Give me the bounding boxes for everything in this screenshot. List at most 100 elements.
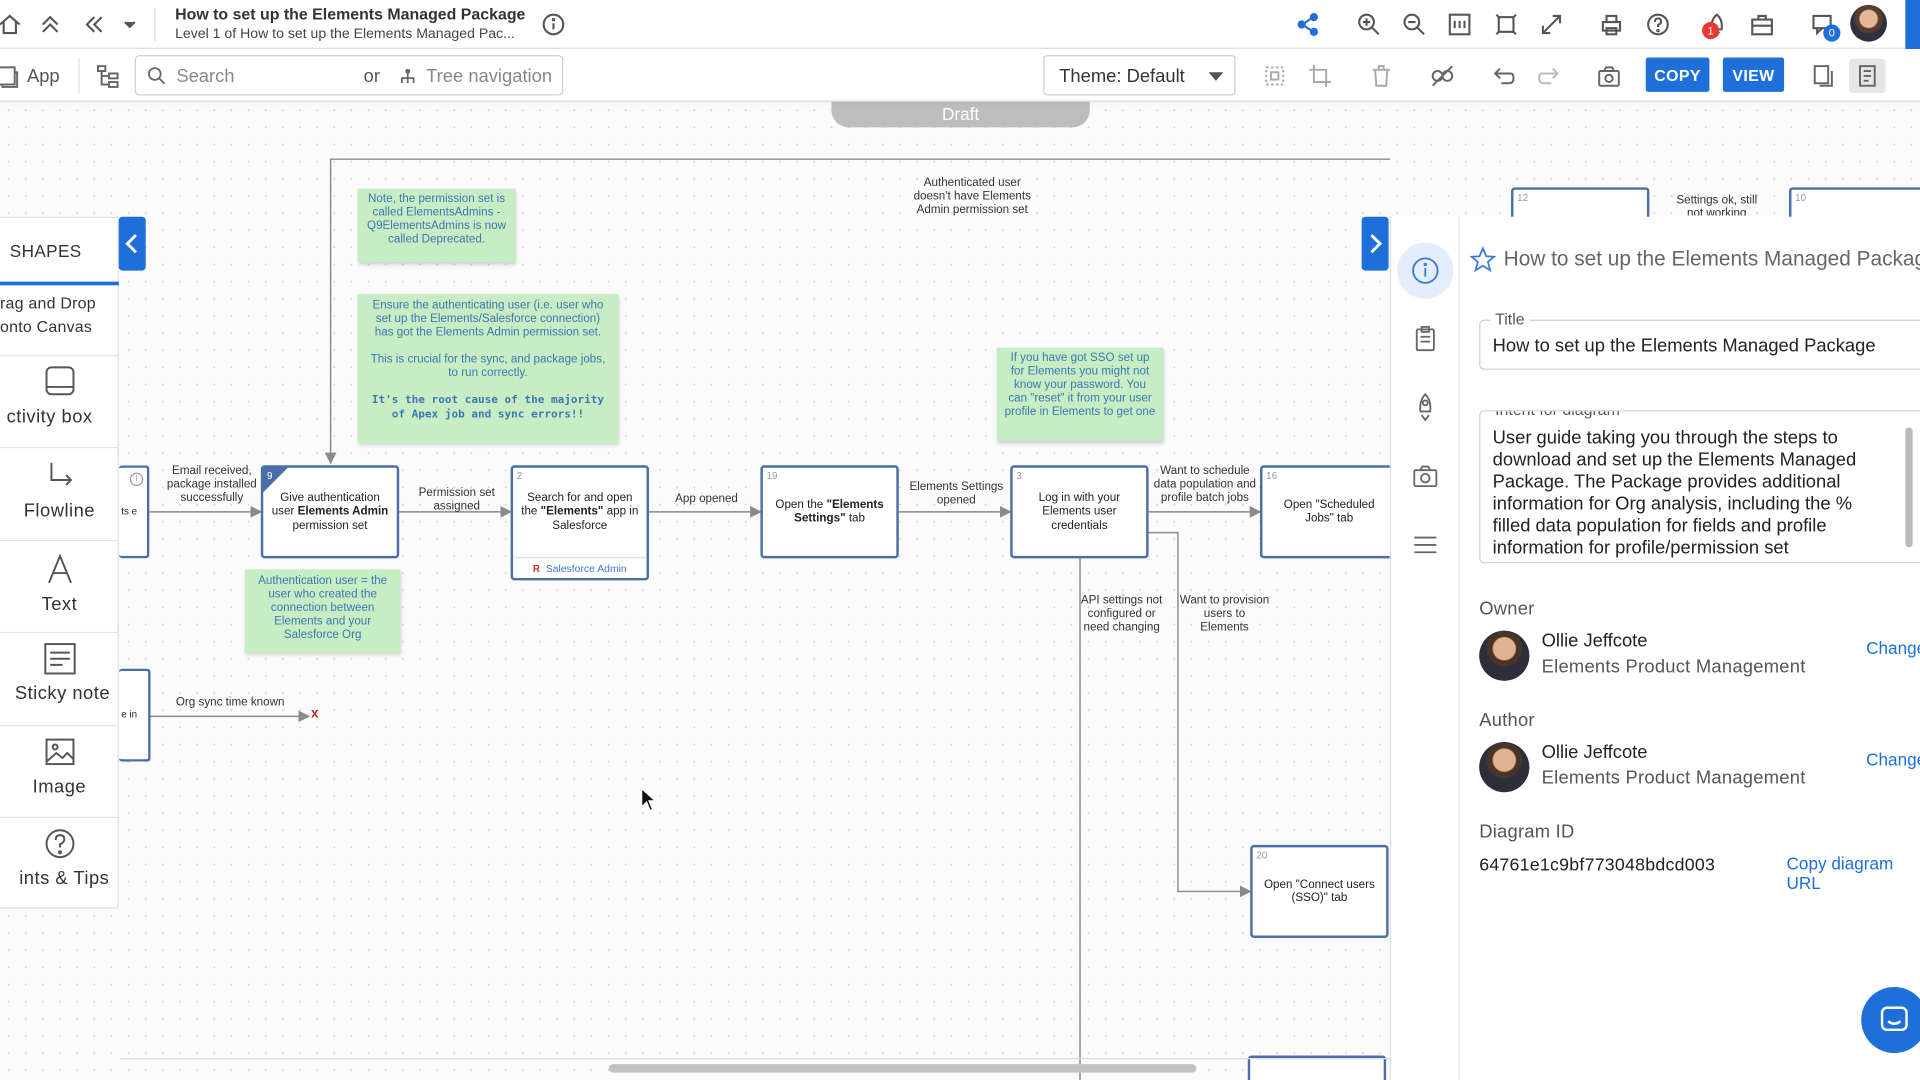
crop-button[interactable]	[1304, 59, 1336, 93]
shapes-tab-indicator	[0, 281, 119, 286]
search-input[interactable]: Search	[176, 66, 235, 87]
diagram-subtitle: Level 1 of How to set up the Elements Ma…	[175, 26, 515, 42]
role-footer: R Salesforce Admin	[513, 557, 647, 578]
expand-icon	[1541, 14, 1562, 35]
go-back-button[interactable]	[80, 10, 109, 39]
caret-down-icon	[124, 21, 136, 29]
activity-box-19[interactable]: 19 Open the "Elements Settings" tab	[760, 465, 899, 559]
draft-badge: Draft	[831, 101, 1090, 128]
rail-clipboard-button[interactable]	[1405, 318, 1447, 360]
theme-select[interactable]: Theme: Default	[1043, 55, 1236, 96]
print-button[interactable]	[1597, 10, 1626, 39]
activity-box-bottom[interactable]	[1247, 1055, 1387, 1080]
caret-down-icon	[1208, 72, 1224, 81]
zoom-in-button[interactable]	[1354, 10, 1383, 39]
horizontal-scrollbar[interactable]	[608, 1064, 1197, 1073]
user-avatar[interactable]	[1850, 4, 1887, 42]
history-dropdown-button[interactable]	[115, 10, 144, 39]
help-button[interactable]	[1643, 10, 1672, 39]
star-icon[interactable]	[1469, 246, 1497, 273]
rail-snapshot-button[interactable]	[1405, 456, 1447, 498]
home-button[interactable]	[0, 10, 24, 39]
go-top-level-button[interactable]	[36, 10, 65, 39]
box-number: 16	[1266, 470, 1278, 482]
rail-list-button[interactable]	[1405, 524, 1447, 566]
notes-panel-button[interactable]	[1848, 58, 1886, 94]
activity-box-9[interactable]: 9 Give authentication user Elements Admi…	[260, 465, 400, 559]
share-button[interactable]	[1293, 10, 1322, 39]
edge-label: Settings ok, still not working	[1676, 193, 1758, 216]
fullscreen-button[interactable]	[1537, 10, 1566, 39]
activity-box-3[interactable]: 3 Log in with your Elements user credent…	[1010, 465, 1149, 559]
redo-icon	[1538, 67, 1559, 85]
redo-button[interactable]	[1533, 59, 1565, 93]
sticky-note-auth-definition[interactable]: Authentication user = the user who creat…	[244, 569, 401, 653]
delete-button[interactable]	[1365, 59, 1397, 93]
pages-button[interactable]	[1807, 59, 1839, 93]
intent-legend: Intent for diagram	[1490, 411, 1625, 419]
owner-label: Owner	[1479, 598, 1535, 620]
notes-icon	[1859, 65, 1876, 87]
camera-icon	[1413, 465, 1438, 488]
shape-text[interactable]: Text	[0, 540, 119, 632]
collapse-shapes-button[interactable]	[118, 216, 146, 271]
intent-field[interactable]: Intent for diagram User guide taking you…	[1479, 410, 1920, 564]
shape-flowline[interactable]: Flowline	[0, 446, 119, 540]
actual-size-button[interactable]	[1445, 10, 1474, 39]
copy-diagram-url-link[interactable]: Copy diagram URL	[1786, 853, 1894, 893]
shape-sticky-note[interactable]: Sticky note	[0, 631, 119, 725]
copy-button[interactable]: COPY	[1645, 57, 1710, 92]
info-icon[interactable]: i	[129, 472, 144, 487]
flowline-loop-top	[324, 158, 1390, 465]
fit-to-screen-button[interactable]	[1491, 10, 1520, 39]
diagram-info-button[interactable]	[539, 10, 568, 39]
shape-image[interactable]: Image	[0, 724, 119, 817]
change-owner-link[interactable]: Change	[1866, 637, 1920, 658]
app-button[interactable]: App	[0, 59, 64, 93]
edge-label: Want to provision users to Elements	[1179, 593, 1270, 635]
tree-view-button[interactable]	[93, 59, 122, 93]
sticky-note-sso[interactable]: If you have got SSO set up for Elements …	[996, 347, 1164, 441]
flowline-provision	[1148, 531, 1252, 898]
box-text: Log in with your Elements user credentia…	[1038, 490, 1121, 533]
sticky-text: Ensure the authenticating user (i.e. use…	[372, 298, 604, 340]
search-box[interactable]: Search or Tree navigation	[134, 55, 564, 96]
or-label: or	[363, 66, 381, 87]
info-icon	[1412, 257, 1439, 284]
collapse-info-button[interactable]	[1361, 216, 1389, 271]
tree-icon	[400, 68, 415, 84]
intent-scrollbar[interactable]	[1905, 427, 1913, 548]
comments-button[interactable]	[1809, 10, 1838, 39]
chat-button[interactable]	[1861, 986, 1920, 1054]
activity-box-16[interactable]: 16 Open "Scheduled Jobs" tab	[1260, 465, 1390, 559]
edge-label: Email received, package installed succes…	[166, 464, 257, 505]
edge-label: API settings not configured or need chan…	[1080, 593, 1163, 635]
snapshot-button[interactable]	[1593, 59, 1625, 93]
shape-hints-tips[interactable]: ints & Tips	[0, 816, 119, 910]
rail-info-button[interactable]	[1397, 242, 1454, 299]
mouse-cursor-icon	[641, 787, 657, 812]
diagram-title: How to set up the Elements Managed Packa…	[175, 4, 526, 24]
sticky-text: Note, the permission set is called Eleme…	[367, 192, 507, 247]
briefcase-icon	[1751, 14, 1773, 36]
title-field[interactable]: Title How to set up the Elements Managed…	[1479, 309, 1920, 370]
change-author-link[interactable]: Change	[1866, 749, 1920, 769]
title-value: How to set up the Elements Managed Packa…	[1492, 335, 1876, 357]
tree-navigation-button[interactable]: Tree navigation	[426, 66, 553, 87]
hide-links-button[interactable]	[1427, 59, 1459, 93]
rail-launch-button[interactable]	[1405, 386, 1447, 428]
zoom-out-button[interactable]	[1400, 10, 1429, 39]
edge-label: App opened	[675, 492, 738, 506]
activity-box-partial-left-2[interactable]: e in	[118, 668, 151, 762]
briefcase-button[interactable]	[1747, 10, 1776, 39]
activity-box-partial-left[interactable]: ts e i	[118, 465, 150, 559]
activity-box-20[interactable]: 20 Open "Connect users (SSO)" tab	[1250, 844, 1389, 938]
shape-activity-box[interactable]: ctivity box	[0, 355, 119, 447]
box-text: Open "Scheduled Jobs" tab	[1283, 497, 1375, 526]
view-button[interactable]: VIEW	[1722, 57, 1785, 92]
activity-box-2[interactable]: 2 Search for and open the "Elements" app…	[510, 465, 649, 581]
sticky-note-permission-name[interactable]: Note, the permission set is called Eleme…	[357, 188, 516, 263]
sticky-note-auth-user[interactable]: Ensure the authenticating user (i.e. use…	[357, 293, 619, 444]
select-area-button[interactable]	[1259, 59, 1291, 93]
undo-button[interactable]	[1488, 59, 1520, 93]
